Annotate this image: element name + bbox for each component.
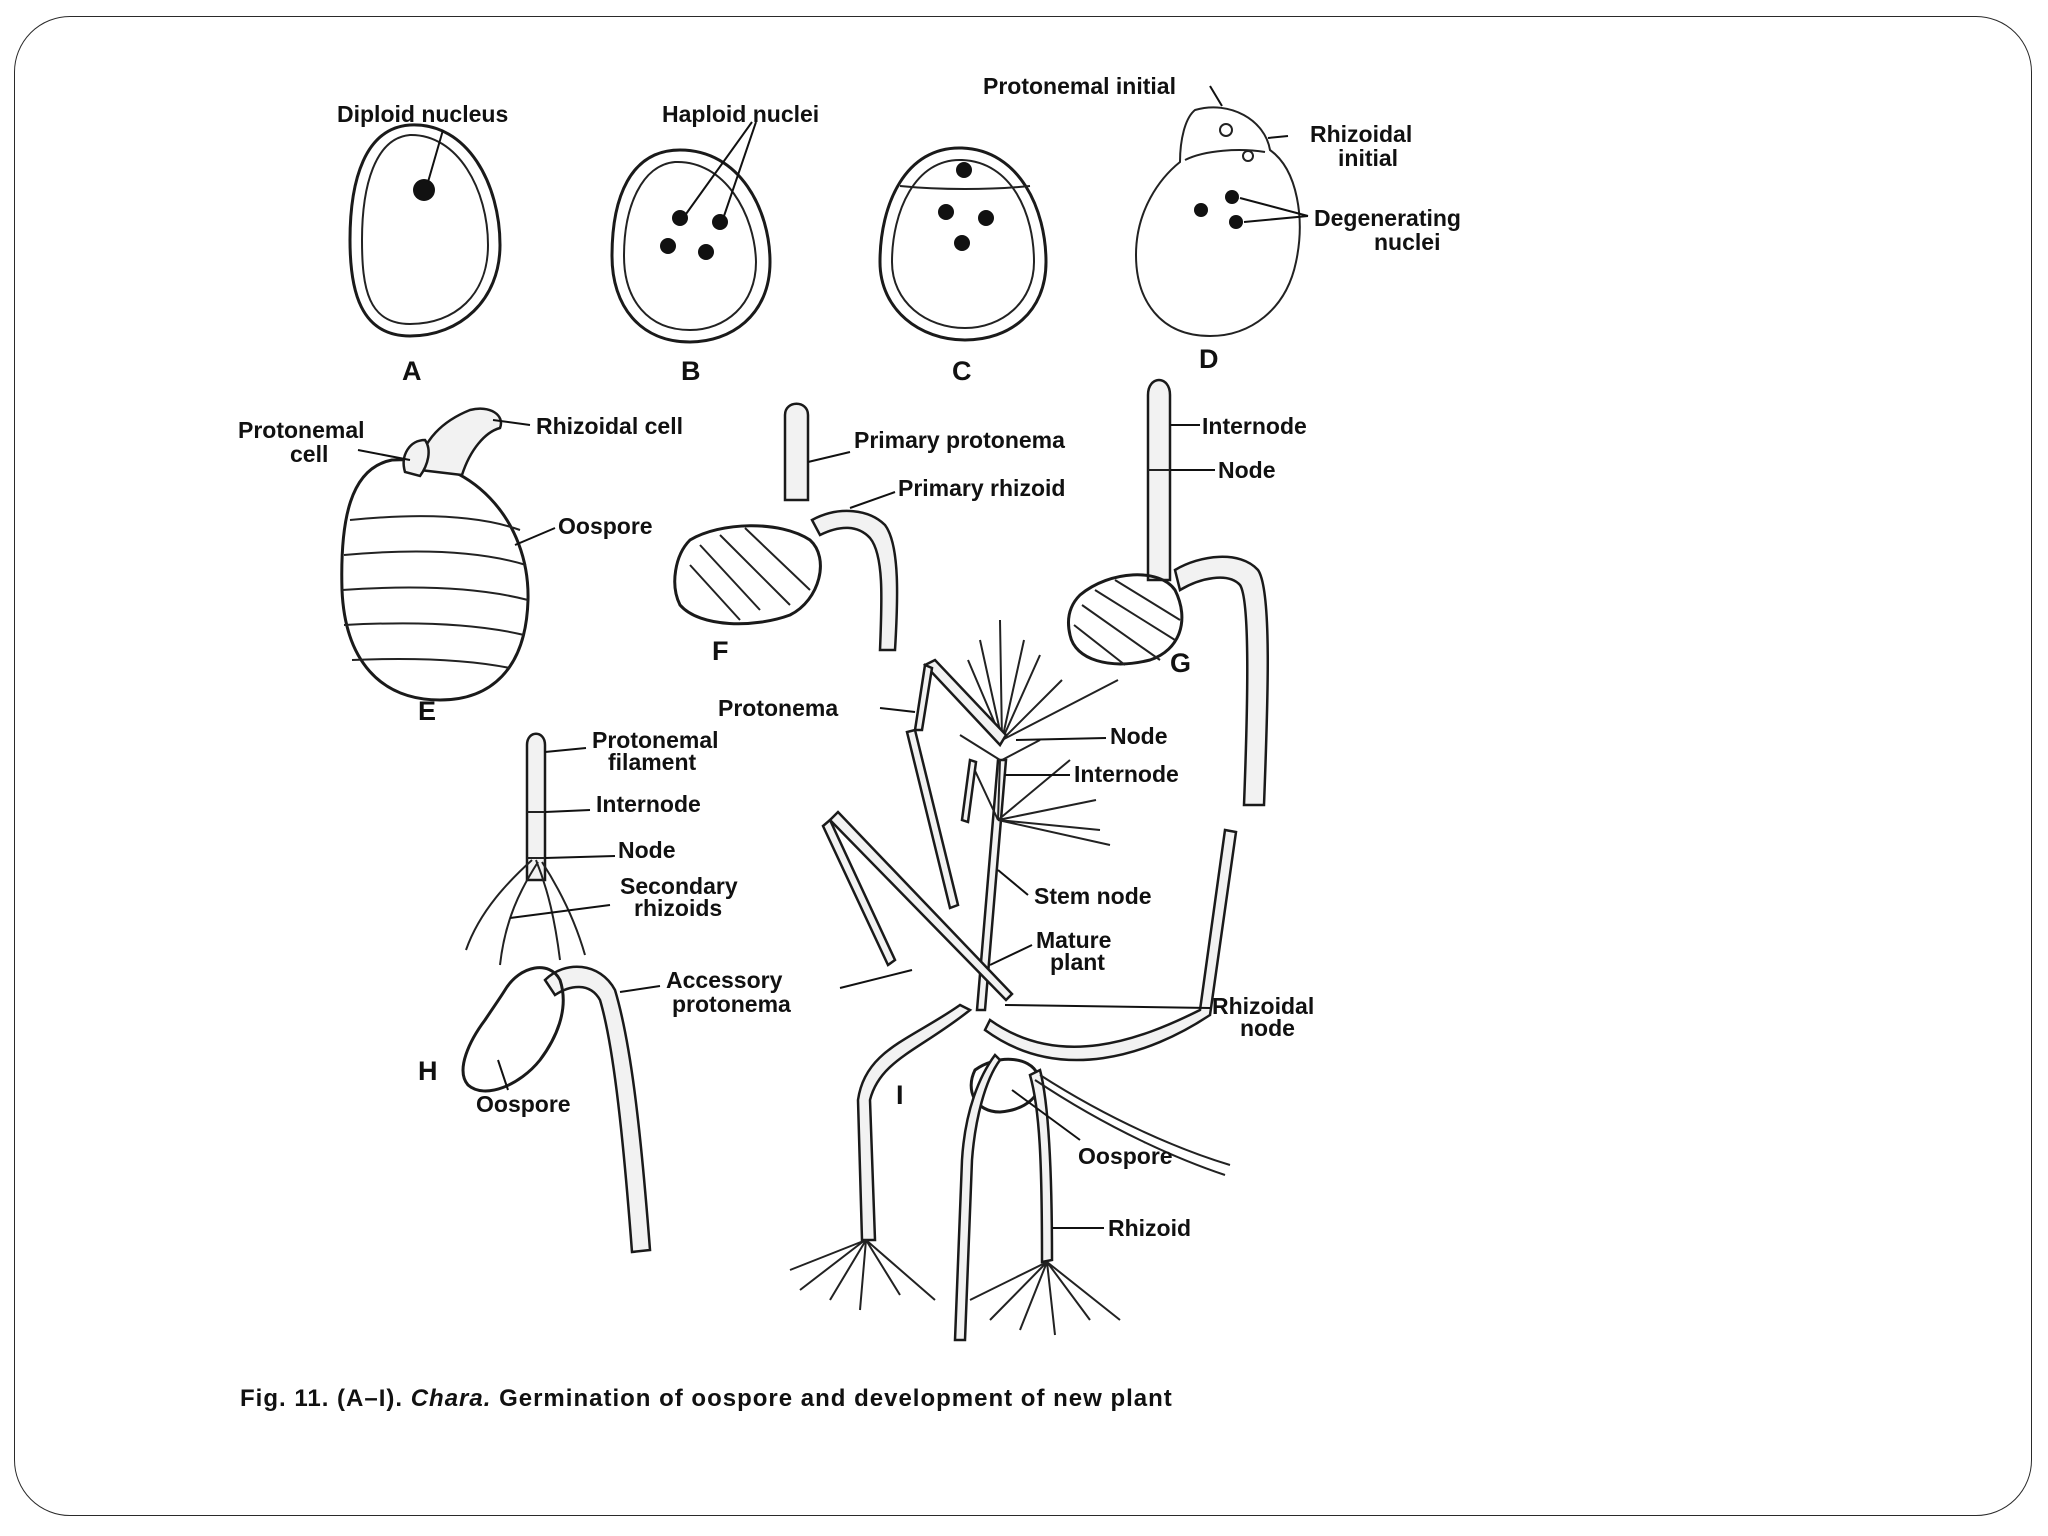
label-internode-i: Internode [1074, 761, 1179, 787]
panel-label-f: F [712, 636, 729, 666]
caption-genus: Chara. [411, 1385, 492, 1412]
label-rhizoidal-initial-2: initial [1338, 145, 1398, 171]
label-protonemal-initial: Protonemal initial [983, 73, 1176, 99]
label-rhizoid: Rhizoid [1108, 1215, 1191, 1241]
label-diploid-nucleus: Diploid nucleus [337, 101, 508, 127]
label-rhizoidal-cell: Rhizoidal cell [536, 413, 683, 439]
caption-prefix: Fig. 11. (A–I). [240, 1385, 403, 1412]
label-oospore-e: Oospore [558, 513, 653, 539]
figure-a [348, 123, 502, 338]
figure-e [340, 407, 556, 702]
label-rhizoidal-node-1: Rhizoidal [1212, 993, 1314, 1019]
label-protonemal-cell-2: cell [290, 441, 328, 467]
figure-d [1134, 85, 1309, 338]
panel-label-i: I [896, 1080, 904, 1110]
panel-label-e: E [418, 696, 436, 726]
figure-c [878, 146, 1048, 342]
panel-label-a: A [402, 356, 422, 386]
caption-text: Germination of oospore and development o… [499, 1385, 1173, 1412]
figure-h [461, 732, 661, 1254]
label-degenerating-1: Degenerating [1314, 205, 1461, 231]
label-protonemal-cell-1: Protonemal [238, 417, 365, 443]
panel-label-d: D [1199, 344, 1219, 374]
label-node-i: Node [1110, 723, 1168, 749]
panel-label-g: G [1170, 648, 1191, 678]
label-mature-plant-2: plant [1050, 949, 1105, 975]
label-internode-h: Internode [596, 791, 701, 817]
label-protonema-i: Protonema [718, 695, 838, 721]
figure-i [789, 619, 1238, 1342]
label-stem-node: Stem node [1034, 883, 1152, 909]
label-rhizoidal-initial-1: Rhizoidal [1310, 121, 1412, 147]
panel-label-b: B [681, 356, 701, 386]
label-node-h: Node [618, 837, 676, 863]
label-haploid-nuclei: Haploid nuclei [662, 101, 819, 127]
label-protonemal-filament-1: Protonemal [592, 727, 719, 753]
label-oospore-i: Oospore [1078, 1143, 1173, 1169]
figure-caption: Fig. 11. (A–I). Chara. Germination of oo… [240, 1385, 1173, 1412]
label-degenerating-2: nuclei [1374, 229, 1440, 255]
figure-f [673, 402, 899, 652]
panel-label-h: H [418, 1056, 438, 1086]
panel-label-c: C [952, 356, 972, 386]
label-protonemal-filament-2: filament [608, 749, 697, 775]
label-secondary-rhizoids-2: rhizoids [634, 895, 722, 921]
label-primary-protonema: Primary protonema [854, 427, 1065, 453]
label-node-g: Node [1218, 457, 1276, 483]
label-mature-plant-1: Mature [1036, 927, 1111, 953]
label-primary-rhizoid: Primary rhizoid [898, 475, 1065, 501]
figure-g [1066, 378, 1269, 807]
label-oospore-h: Oospore [476, 1091, 571, 1117]
label-rhizoidal-node-2: node [1240, 1015, 1295, 1041]
label-internode-g: Internode [1202, 413, 1307, 439]
label-accessory-protonema-1: Accessory [666, 967, 783, 993]
label-accessory-protonema-2: protonema [672, 991, 791, 1017]
label-secondary-rhizoids-1: Secondary [620, 873, 738, 899]
figure-b [610, 121, 772, 344]
